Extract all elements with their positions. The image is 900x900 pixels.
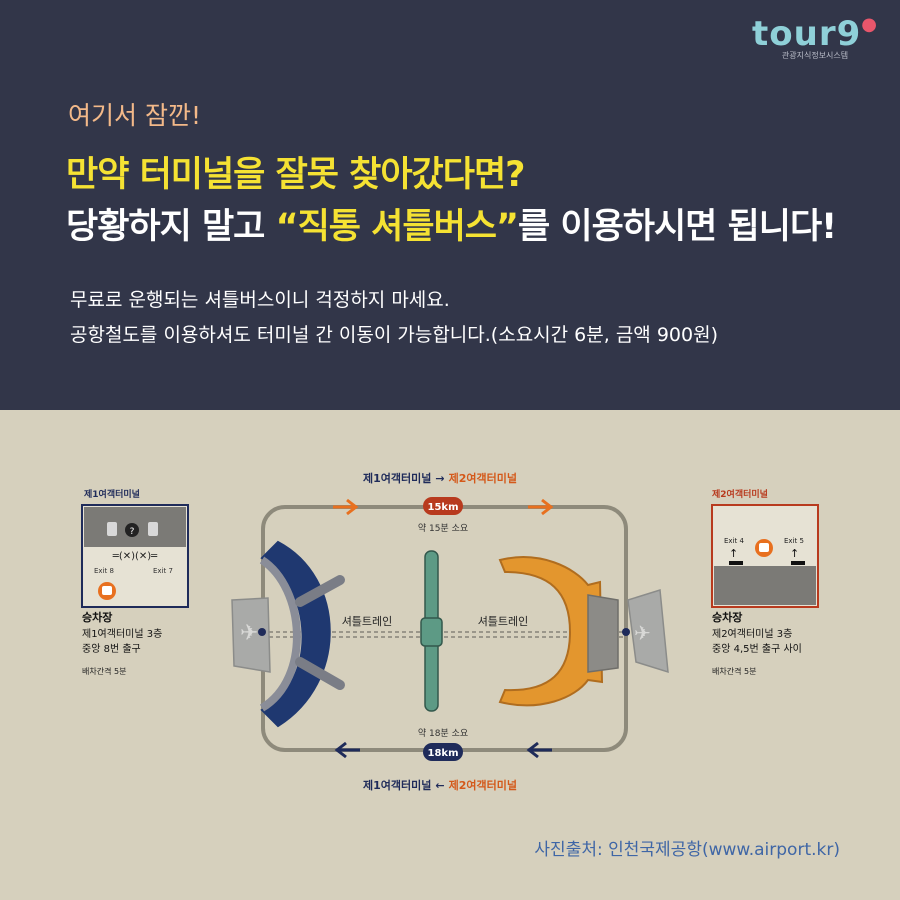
- t2-label: 제2여객터미널: [712, 488, 768, 500]
- title-line-2: 당황하지 말고 “직통 셔틀버스”를 이용하시면 됩니다!: [66, 198, 837, 249]
- concourse-building: [420, 550, 443, 712]
- t1-stop-title: 승차장: [82, 610, 112, 624]
- header-panel: [0, 0, 900, 410]
- t1-stop-line-2: 중앙 8번 출구: [82, 643, 141, 655]
- arrow-left-icon: [526, 741, 552, 759]
- arrow-up-icon: ↑: [729, 547, 738, 560]
- shuttle-train-label-right: 셔틀트레인: [478, 615, 529, 628]
- terminal-shuttle-diagram: 제1여객터미널→제2여객터미널 15km 약 15분 소요 약 18분 소요 1…: [81, 471, 819, 792]
- top-time: 약 15분 소요: [418, 522, 468, 534]
- photo-credit: 사진출처: 인천국제공항(www.airport.kr): [534, 840, 840, 860]
- top-route-label: 제1여객터미널→제2여객터미널: [363, 471, 517, 485]
- t2-exit-b: Exit 5: [784, 537, 804, 545]
- arrow-right-icon: [333, 498, 359, 516]
- car-icon: [107, 522, 117, 536]
- description-line-1: 무료로 운행되는 셔틀버스이니 걱정하지 마세요.: [70, 289, 450, 311]
- airplane-icon: ✈: [240, 621, 258, 646]
- t2-exit-a: Exit 4: [724, 537, 744, 545]
- map-pin-icon: ●: [861, 14, 878, 35]
- logo: tour9● 관광지식정보시스템: [752, 14, 878, 61]
- logo-text: tour9●: [752, 14, 878, 54]
- info-icon: [125, 523, 139, 537]
- airplane-icon: ✈: [634, 621, 651, 645]
- bottom-route-label: 제1여객터미널←제2여객터미널: [363, 778, 517, 792]
- pre-title: 여기서 잠깐!: [68, 101, 201, 130]
- description-line-2: 공항철도를 이용하셔도 터미널 간 이동이 가능합니다.(소요시간 6분, 금액…: [70, 324, 718, 346]
- t2-interval: 배차간격 5분: [712, 666, 756, 676]
- t1-stop-line-1: 제1여객터미널 3층: [82, 628, 162, 640]
- t1-exit-a: Exit 8: [94, 567, 114, 575]
- arrow-left-icon: [334, 741, 360, 759]
- top-distance: 15km: [428, 502, 459, 513]
- terminal-1-building: ✈: [231, 540, 345, 728]
- t1-exit-b: Exit 7: [153, 567, 173, 575]
- title-highlight: “직통 셔틀버스”: [275, 207, 519, 247]
- logo-subtitle: 관광지식정보시스템: [781, 51, 849, 60]
- diagram-panel: [0, 410, 900, 900]
- car-icon: [148, 522, 158, 536]
- title-line-1: 만약 터미널을 잘못 찾아갔다면?: [66, 155, 525, 195]
- t2-stop-line-2: 중앙 4,5번 출구 사이: [712, 643, 802, 655]
- title-line-2-start: 당황하지 말고: [66, 207, 276, 247]
- svg-text:?: ?: [130, 527, 135, 537]
- t2-stop-title: 승차장: [712, 610, 742, 624]
- title-line-2-end: 를 이용하시면 됩니다!: [517, 207, 837, 247]
- bottom-distance: 18km: [428, 748, 459, 759]
- arrow-right-icon: [528, 498, 554, 516]
- arrow-up-icon: ↑: [790, 547, 799, 560]
- t1-interval: 배차간격 5분: [82, 666, 126, 676]
- t1-label: 제1여객터미널: [84, 488, 140, 500]
- shuttle-train-label-left: 셔틀트레인: [342, 615, 393, 628]
- gate-icons: ═(✕)(✕)═: [112, 551, 158, 562]
- bottom-distance-badge: [423, 743, 463, 761]
- top-distance-badge: [423, 497, 463, 515]
- bottom-time: 약 18분 소요: [418, 727, 468, 739]
- t2-stop-line-1: 제2여객터미널 3층: [712, 628, 792, 640]
- terminal-2-building: ✈: [498, 556, 669, 707]
